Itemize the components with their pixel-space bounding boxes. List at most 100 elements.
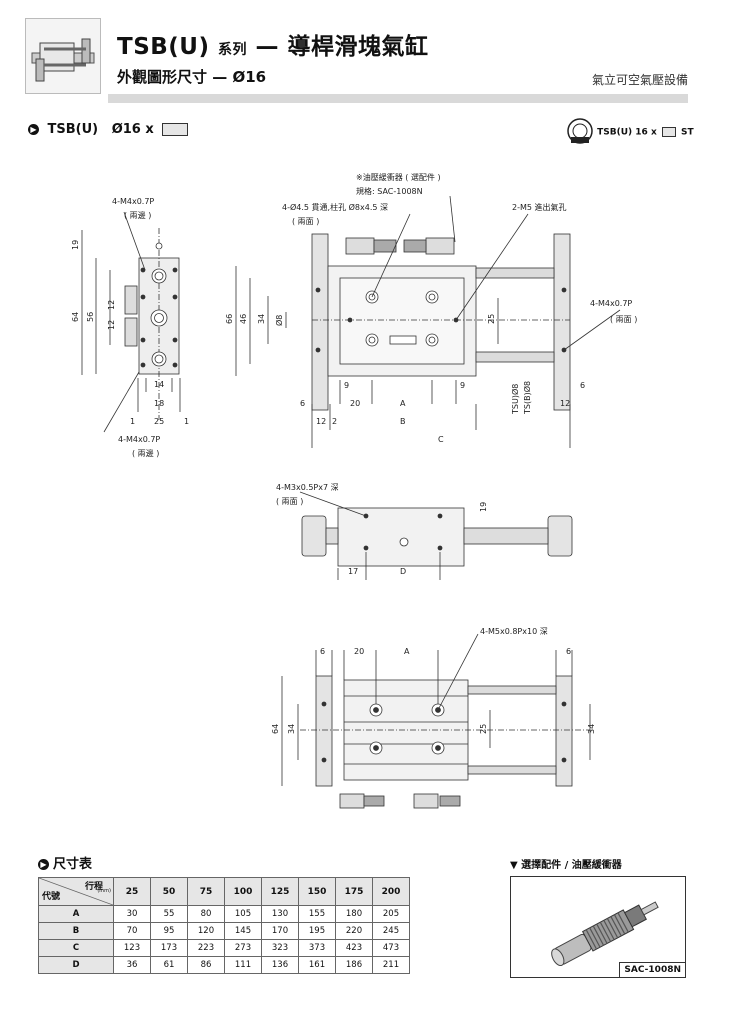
v3-dim-D: D xyxy=(400,567,406,576)
table-cell: 245 xyxy=(372,922,410,940)
table-header-stroke: 50 xyxy=(150,877,188,906)
v1-dim-14: 14 xyxy=(154,380,164,389)
v1-note-top-sub: ( 兩邊 ) xyxy=(124,210,151,220)
header-divider xyxy=(108,94,688,103)
table-cell: 145 xyxy=(224,922,262,940)
v2-dim-9b: 9 xyxy=(460,381,465,390)
accessory-box: SAC-1008N xyxy=(510,876,686,978)
product-thumbnail xyxy=(25,18,101,94)
table-cell: 80 xyxy=(187,905,225,923)
table-cell: 105 xyxy=(224,905,262,923)
v4-dim-6b: 6 xyxy=(566,647,571,656)
cylinder-symbol-icon xyxy=(567,118,593,144)
table-header-stroke: 175 xyxy=(335,877,373,906)
v4-dim-20: 20 xyxy=(354,647,364,656)
model-label: ▶ TSB(U) Ø16 x xyxy=(28,122,189,137)
v2-note-buffer: ※油壓緩衝器 ( 選配件 ) xyxy=(356,172,441,182)
table-cell: 223 xyxy=(187,939,225,957)
v2-rod-label-1: TSU)Ø8 xyxy=(510,384,520,415)
table-cell: 120 xyxy=(187,922,225,940)
v2-note-buffer-spec: 規格: SAC-1008N xyxy=(356,186,423,196)
table-cell: 123 xyxy=(113,939,151,957)
v1-dim-19: 19 xyxy=(71,240,80,250)
shock-absorber-image xyxy=(551,901,659,967)
v1-dim-18: 18 xyxy=(154,399,164,408)
table-cell: 61 xyxy=(150,956,188,974)
table-row-code: B xyxy=(38,922,114,940)
table-row-code: C xyxy=(38,939,114,957)
v2-dim-6b: 6 xyxy=(580,381,585,390)
table-cell: 155 xyxy=(298,905,336,923)
v2-dim-46: 46 xyxy=(239,314,248,324)
table-cell: 323 xyxy=(261,939,299,957)
v2-dim-12b: 12 xyxy=(560,399,570,408)
table-header-stroke: 200 xyxy=(372,877,410,906)
bullet-icon: ▶ xyxy=(28,124,39,135)
company-name: 氣立可空氣壓設備 xyxy=(591,73,688,87)
v4-dim-25: 25 xyxy=(479,724,488,734)
table-cell: 373 xyxy=(298,939,336,957)
table-cell: 186 xyxy=(335,956,373,974)
table-header-stroke: 75 xyxy=(187,877,225,906)
v1-dim-64: 64 xyxy=(71,312,80,322)
accessory-title: ▼ 選擇配件 / 油壓緩衝器 xyxy=(510,860,622,871)
v2-dim-34: 34 xyxy=(257,314,266,324)
table-cell: 55 xyxy=(150,905,188,923)
v4-dim-34a: 34 xyxy=(287,724,296,734)
v1-note-top: 4-M4x0.7P xyxy=(112,197,154,206)
table-cell: 30 xyxy=(113,905,151,923)
v1-dim-56: 56 xyxy=(86,312,95,322)
table-cell: 173 xyxy=(150,939,188,957)
bullet-icon: ▶ xyxy=(38,859,49,870)
accessory-model-label: SAC-1008N xyxy=(619,962,685,977)
v2-dim-66: 66 xyxy=(225,314,234,324)
table-row-code: D xyxy=(38,956,114,974)
table-cell: 211 xyxy=(372,956,410,974)
v2-note-port: 2-M5 進出氣孔 xyxy=(512,202,567,212)
v4-dim-34b: 34 xyxy=(587,724,596,734)
v4-note: 4-M5x0.8Px10 深 xyxy=(480,627,548,636)
table-cell: 130 xyxy=(261,905,299,923)
v1-dim-1a: 1 xyxy=(130,417,135,426)
table-cell: 161 xyxy=(298,956,336,974)
v1-dim-1b: 1 xyxy=(184,417,189,426)
v2-dim-2: 2 xyxy=(332,417,337,426)
v2-dim-25: 25 xyxy=(487,314,496,324)
table-cell: 205 xyxy=(372,905,410,923)
v4-dim-6a: 6 xyxy=(320,647,325,656)
table-header-stroke: 100 xyxy=(224,877,262,906)
v3-dim-17: 17 xyxy=(348,567,358,576)
table-cell: 423 xyxy=(335,939,373,957)
table-corner-cell: 行程 (mm) 代號 xyxy=(38,877,114,906)
v2-dim-6a: 6 xyxy=(300,399,305,408)
v2-dim-C: C xyxy=(438,435,444,444)
table-header-stroke: 125 xyxy=(261,877,299,906)
table-title: ▶尺寸表 xyxy=(38,853,92,872)
v2-rod-label-2: TS(B)Ø8 xyxy=(522,381,532,415)
v1-dim-25: 25 xyxy=(154,417,164,426)
v4-dim-64: 64 xyxy=(271,724,280,734)
v1-dim-12a: 12 xyxy=(107,300,116,310)
v3-note-sub: ( 兩面 ) xyxy=(276,497,303,506)
table-row-code: A xyxy=(38,905,114,923)
table-cell: 473 xyxy=(372,939,410,957)
page-subtitle: 外觀圖形尺寸 — Ø16 xyxy=(117,68,267,86)
v2-dim-B: B xyxy=(400,417,406,426)
v2-note-counterbore-sub: ( 兩面 ) xyxy=(292,217,319,226)
table-header-stroke: 25 xyxy=(113,877,151,906)
table-cell: 220 xyxy=(335,922,373,940)
table-cell: 86 xyxy=(187,956,225,974)
table-cell: 70 xyxy=(113,922,151,940)
table-cell: 180 xyxy=(335,905,373,923)
v1-note-bottom: 4-M4x0.7P xyxy=(118,435,160,444)
page-title: TSB(U) 系列 — 導桿滑塊氣缸 xyxy=(117,34,429,60)
table-cell: 95 xyxy=(150,922,188,940)
v3-note: 4-M3x0.5Px7 深 xyxy=(276,483,339,492)
table-cell: 273 xyxy=(224,939,262,957)
v2-dim-9a: 9 xyxy=(344,381,349,390)
